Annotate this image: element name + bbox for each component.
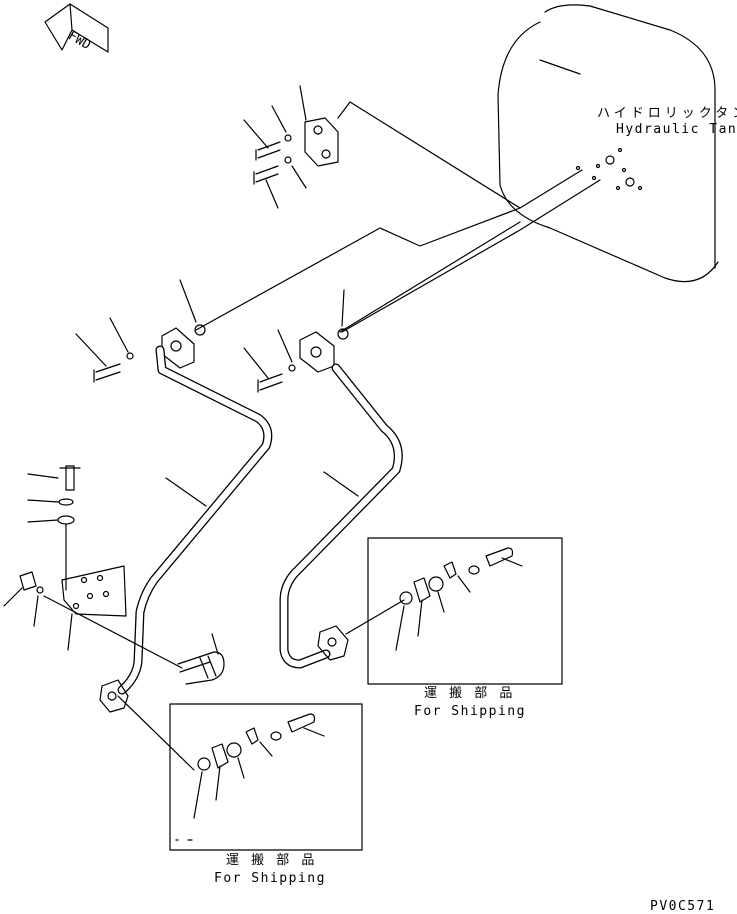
- bracket-plate: [19, 465, 127, 617]
- shipping-label-jp-right: 運 搬 部 品: [424, 686, 516, 701]
- right-pipe-assembly: [257, 331, 403, 669]
- left-pipe-assembly: [93, 327, 273, 713]
- fwd-label: FWD: [65, 28, 93, 53]
- drawing-code: PV0C571: [650, 899, 715, 914]
- hydraulic-tank: [497, 4, 719, 283]
- shipping-label-en-lower: For Shipping: [214, 871, 326, 886]
- shipping-label-en-right: For Shipping: [414, 704, 526, 719]
- u-clamp: [177, 651, 225, 685]
- tank-label-jp: ハイドロリックタンク: [597, 106, 737, 121]
- shipping-label-jp-lower: 運 搬 部 品: [226, 853, 318, 868]
- shipping-box-right: [367, 537, 563, 685]
- tank-label-en: Hydraulic Tank: [616, 122, 737, 137]
- top-flange: [253, 117, 339, 185]
- shipping-box-lower: [169, 703, 363, 851]
- o-ring-left: [194, 324, 206, 336]
- o-ring-right: [337, 328, 349, 340]
- fwd-arrow: FWD: [44, 3, 109, 53]
